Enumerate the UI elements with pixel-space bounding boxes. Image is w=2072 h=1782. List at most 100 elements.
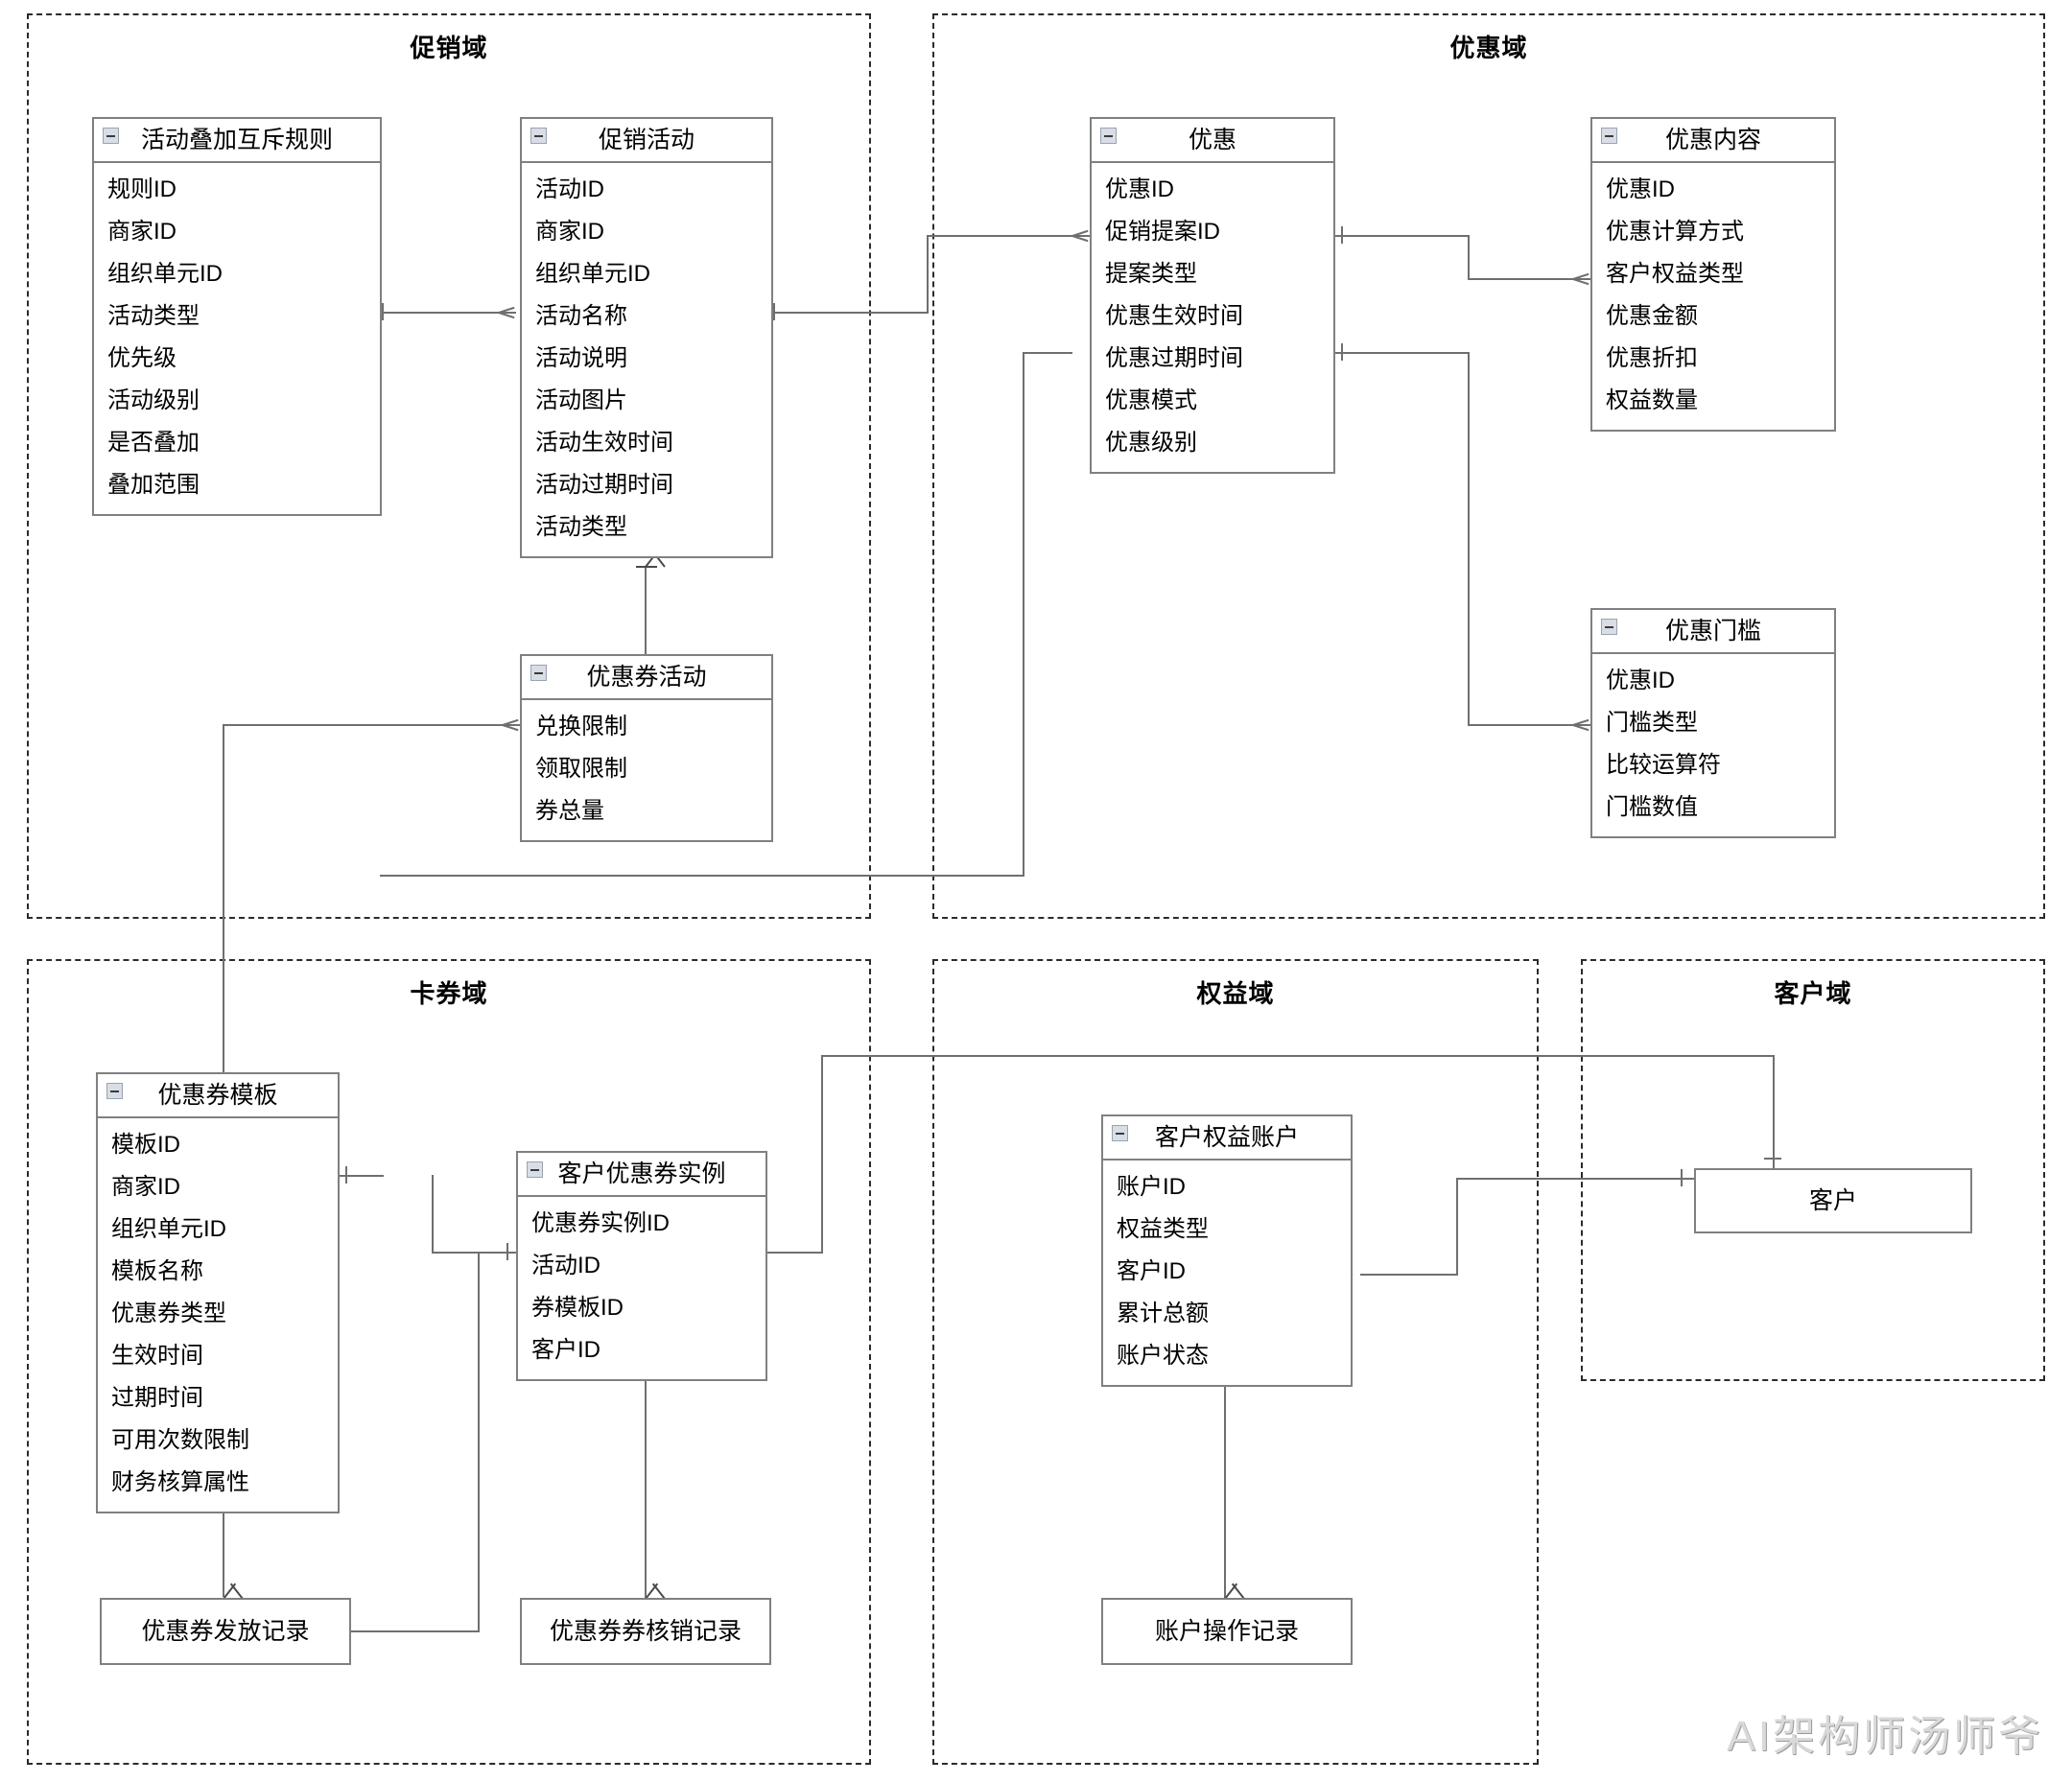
field-item: 客户权益类型 xyxy=(1606,261,1744,287)
entity-title-coupon-instance: 客户优惠券实例 xyxy=(557,1160,726,1187)
entity-title-discount: 优惠 xyxy=(1188,126,1236,153)
collapse-icon[interactable] xyxy=(106,1083,123,1099)
field-item: 券总量 xyxy=(535,798,604,824)
link-promo-discount-seg2 xyxy=(927,235,929,314)
field-item: 账户ID xyxy=(1117,1174,1186,1200)
entity-header-promo-activity[interactable]: 促销活动 xyxy=(522,119,771,163)
field-item: 客户ID xyxy=(1117,1258,1186,1284)
field-item: 优惠级别 xyxy=(1105,430,1197,456)
entity-header-coupon-instance[interactable]: 客户优惠券实例 xyxy=(518,1153,765,1197)
field-item: 活动名称 xyxy=(535,303,627,329)
field-item: 优惠券实例ID xyxy=(531,1210,670,1236)
link-rights-customer-seg1 xyxy=(1360,1274,1458,1276)
card-one-coupon-template-right xyxy=(345,1166,347,1184)
link-promo-discount-seg3 xyxy=(927,235,1090,237)
field-item: 活动类型 xyxy=(107,303,200,329)
link-issuelog-instance-seg1 xyxy=(351,1630,480,1632)
card-one-discount-threshold xyxy=(1341,343,1343,361)
link-couponact-template-seg2 xyxy=(223,724,224,1089)
entity-title-coupon-redeem-log: 优惠券券核销记录 xyxy=(549,1617,742,1645)
collapse-icon[interactable] xyxy=(527,1161,543,1178)
collapse-icon[interactable] xyxy=(530,128,547,144)
link-rights-customer-seg2 xyxy=(1456,1178,1458,1276)
entity-header-discount-content[interactable]: 优惠内容 xyxy=(1592,119,1834,163)
link-discount-threshold-seg1 xyxy=(1335,352,1470,354)
field-item: 组织单元ID xyxy=(107,261,223,287)
collapse-icon[interactable] xyxy=(103,128,119,144)
link-couponact-discount-seg3 xyxy=(1023,352,1072,354)
field-item: 过期时间 xyxy=(111,1385,203,1411)
watermark: AI架构师汤师爷 xyxy=(1727,1713,2043,1760)
field-item: 券模板ID xyxy=(531,1295,624,1321)
collapse-icon[interactable] xyxy=(1100,128,1117,144)
entity-fields-rule: 规则ID 商家ID 组织单元ID 活动类型 优先级 活动级别 是否叠加 叠加范围 xyxy=(94,163,380,514)
link-discount-content-seg1 xyxy=(1335,235,1470,237)
domain-customer: 客户域 xyxy=(1581,959,2045,1381)
entity-header-discount-threshold[interactable]: 优惠门槛 xyxy=(1592,610,1834,654)
field-item: 活动图片 xyxy=(535,387,627,413)
field-item: 账户状态 xyxy=(1117,1343,1209,1369)
field-item: 权益类型 xyxy=(1117,1216,1209,1242)
link-template-instance-seg3 xyxy=(432,1252,516,1254)
entity-customer[interactable]: 客户 xyxy=(1694,1168,1972,1233)
entity-coupon-instance[interactable]: 客户优惠券实例 优惠券实例ID 活动ID 券模板ID 客户ID xyxy=(516,1151,767,1381)
entity-fields-discount: 优惠ID 促销提案ID 提案类型 优惠生效时间 优惠过期时间 优惠模式 优惠级别 xyxy=(1092,163,1333,472)
domain-title-customer: 客户域 xyxy=(1774,979,1852,1008)
entity-header-rights-account[interactable]: 客户权益账户 xyxy=(1103,1116,1351,1161)
link-discount-content-seg3 xyxy=(1468,278,1590,280)
entity-title-promo-activity: 促销活动 xyxy=(598,126,695,153)
link-rule-promo-activity xyxy=(382,312,516,314)
entity-rule[interactable]: 活动叠加互斥规则 规则ID 商家ID 组织单元ID 活动类型 优先级 活动级别 … xyxy=(92,117,382,516)
link-template-issuelog xyxy=(223,1506,224,1597)
entity-coupon-template[interactable]: 优惠券模板 模板ID 商家ID 组织单元ID 模板名称 优惠券类型 生效时间 过… xyxy=(96,1072,340,1513)
link-promo-discount-seg1 xyxy=(773,312,929,314)
field-item: 生效时间 xyxy=(111,1343,203,1369)
entity-account-op-log[interactable]: 账户操作记录 xyxy=(1101,1598,1353,1665)
domain-promotion: 促销域 xyxy=(27,13,871,919)
entity-fields-coupon-instance: 优惠券实例ID 活动ID 券模板ID 客户ID xyxy=(518,1197,765,1379)
link-rights-customer-seg3 xyxy=(1456,1178,1694,1180)
entity-fields-coupon-template: 模板ID 商家ID 组织单元ID 模板名称 优惠券类型 生效时间 过期时间 可用… xyxy=(98,1118,338,1512)
link-instance-redeemlog xyxy=(645,1370,647,1598)
entity-discount-content[interactable]: 优惠内容 优惠ID 优惠计算方式 客户权益类型 优惠金额 优惠折扣 权益数量 xyxy=(1590,117,1836,432)
entity-discount-threshold[interactable]: 优惠门槛 优惠ID 门槛类型 比较运算符 门槛数值 xyxy=(1590,608,1836,838)
collapse-icon[interactable] xyxy=(1601,128,1617,144)
field-item: 客户ID xyxy=(531,1337,600,1363)
domain-title-coupon: 卡券域 xyxy=(410,979,488,1008)
field-item: 比较运算符 xyxy=(1606,752,1721,778)
collapse-icon[interactable] xyxy=(1112,1125,1128,1141)
link-rights-oplog xyxy=(1224,1379,1226,1598)
field-item: 提案类型 xyxy=(1105,261,1197,287)
entity-promo-activity[interactable]: 促销活动 活动ID 商家ID 组织单元ID 活动名称 活动说明 活动图片 活动生… xyxy=(520,117,773,558)
link-couponact-template-seg1 xyxy=(223,724,520,726)
field-item: 规则ID xyxy=(107,176,177,202)
entity-header-coupon-activity[interactable]: 优惠券活动 xyxy=(522,656,771,700)
entity-header-coupon-redeem-log[interactable]: 优惠券券核销记录 xyxy=(522,1600,769,1663)
domain-title-discount: 优惠域 xyxy=(1449,34,1528,62)
entity-header-customer[interactable]: 客户 xyxy=(1696,1170,1970,1231)
field-item: 优惠券类型 xyxy=(111,1301,226,1326)
entity-discount[interactable]: 优惠 优惠ID 促销提案ID 提案类型 优惠生效时间 优惠过期时间 优惠模式 优… xyxy=(1090,117,1335,474)
collapse-icon[interactable] xyxy=(1601,619,1617,635)
link-discount-threshold-seg3 xyxy=(1468,724,1590,726)
card-one-promo-activity xyxy=(773,303,775,320)
field-item: 活动过期时间 xyxy=(535,472,673,498)
entity-header-rule[interactable]: 活动叠加互斥规则 xyxy=(94,119,380,163)
link-instance-customer-seg1 xyxy=(767,1252,821,1254)
entity-coupon-activity[interactable]: 优惠券活动 兑换限制 领取限制 券总量 xyxy=(520,654,773,842)
field-item: 叠加范围 xyxy=(107,472,200,498)
entity-header-coupon-issue-log[interactable]: 优惠券发放记录 xyxy=(102,1600,349,1663)
field-item: 组织单元ID xyxy=(535,261,650,287)
entity-coupon-issue-log[interactable]: 优惠券发放记录 xyxy=(100,1598,351,1665)
entity-header-discount[interactable]: 优惠 xyxy=(1092,119,1333,163)
entity-rights-account[interactable]: 客户权益账户 账户ID 权益类型 客户ID 累计总额 账户状态 xyxy=(1101,1114,1353,1387)
collapse-icon[interactable] xyxy=(530,665,547,681)
entity-title-rule: 活动叠加互斥规则 xyxy=(140,126,333,153)
field-item: 优惠计算方式 xyxy=(1606,219,1744,245)
entity-header-account-op-log[interactable]: 账户操作记录 xyxy=(1103,1600,1351,1663)
domain-rights: 权益域 xyxy=(932,959,1539,1765)
entity-coupon-redeem-log[interactable]: 优惠券券核销记录 xyxy=(520,1598,771,1665)
entity-title-coupon-activity: 优惠券活动 xyxy=(586,663,707,691)
domain-coupon: 卡券域 xyxy=(27,959,871,1765)
entity-header-coupon-template[interactable]: 优惠券模板 xyxy=(98,1074,338,1118)
